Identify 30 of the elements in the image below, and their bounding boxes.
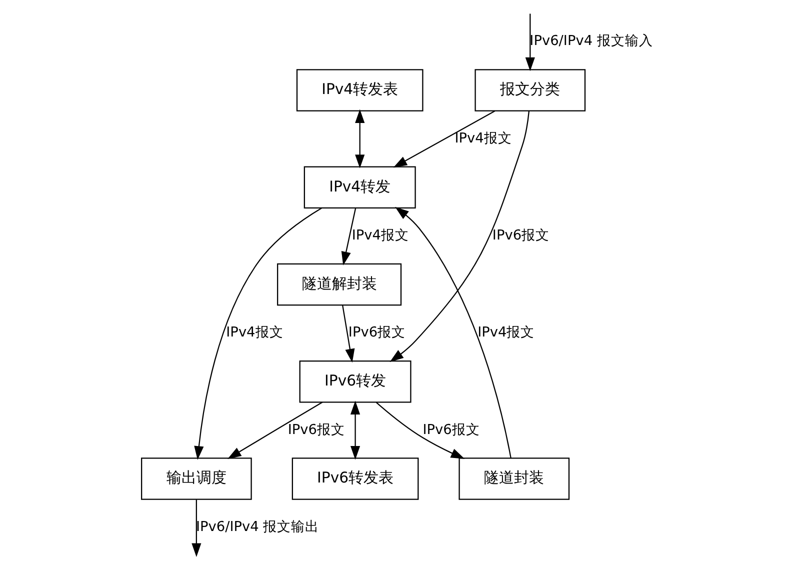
arrow [375, 402, 464, 459]
arrow [340, 208, 356, 266]
node-box: IPv6转发表 [291, 458, 418, 500]
edge-label: IPv4报文 [477, 324, 534, 341]
arrow [394, 206, 511, 458]
edge-label: IPv6报文 [348, 324, 406, 341]
arrow [354, 109, 364, 168]
arrow [389, 111, 530, 362]
edge-label: IPv6/IPv4 报文输出 [195, 518, 319, 535]
edge-label: IPv6报文 [422, 422, 480, 438]
node-box: 报文分类 [474, 69, 586, 112]
edge-label: IPv4报文 [351, 227, 408, 244]
node-box: IPv4转发表 [296, 69, 423, 112]
node-box: 隧道封装 [458, 458, 570, 500]
node-box: IPv6转发 [298, 360, 411, 403]
edge-label: IPv6/IPv4 报文输入 [529, 33, 652, 50]
edge-label: IPv6报文 [492, 227, 550, 244]
arrow [191, 500, 201, 557]
edge-label: IPv4报文 [226, 324, 283, 341]
arrow [227, 402, 322, 459]
edge-label: IPv4报文 [454, 130, 512, 146]
edge-label: IPv6报文 [287, 422, 344, 438]
arrow [392, 110, 495, 168]
arrow [350, 400, 360, 460]
node-box: 隧道解封装 [276, 263, 402, 306]
arrow [342, 305, 354, 363]
arrow [524, 14, 534, 72]
arrow [194, 208, 322, 460]
node-box: 输出调度 [140, 458, 252, 500]
node-box: IPv4转发 [303, 166, 416, 208]
